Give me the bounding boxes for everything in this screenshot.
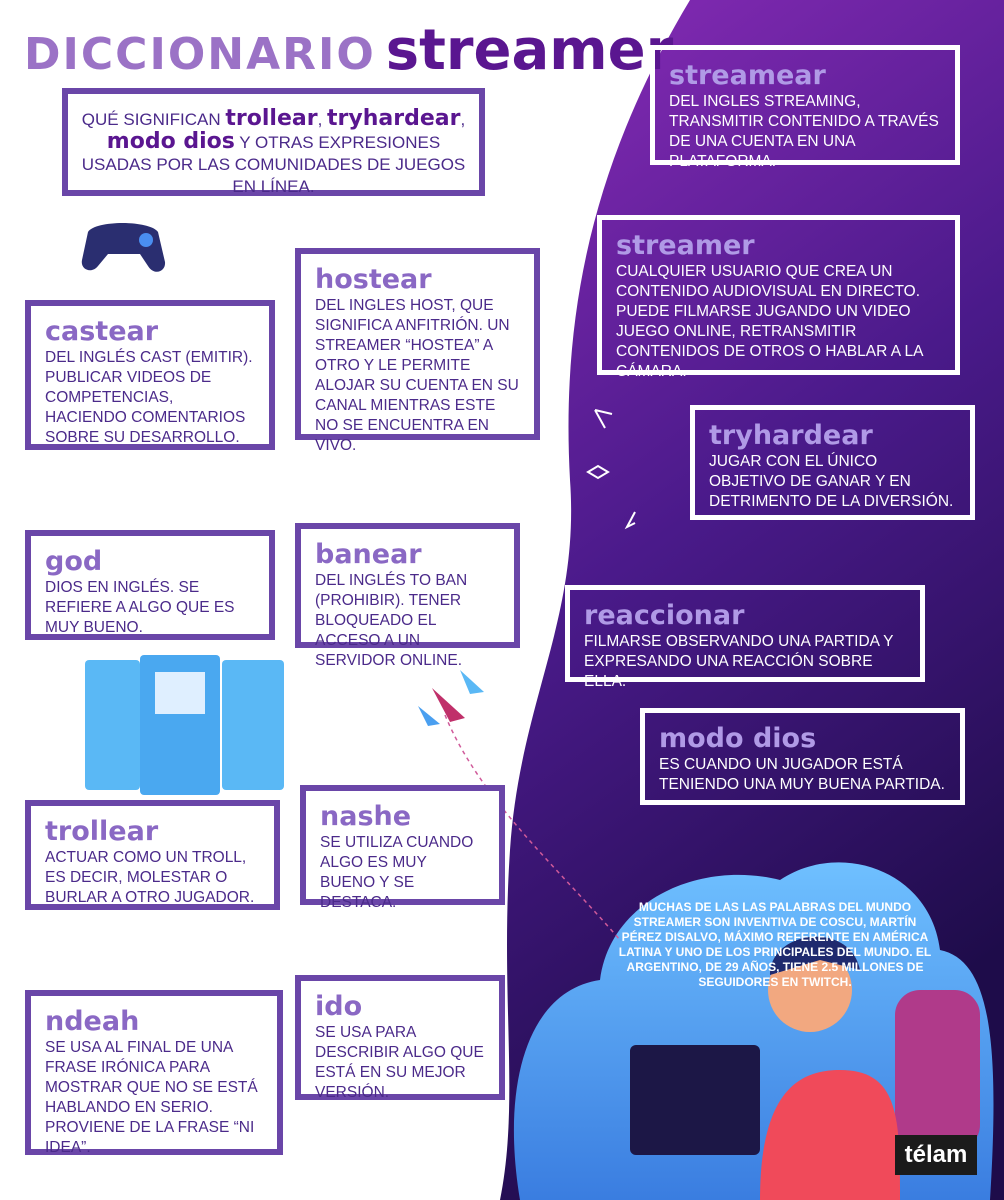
paper-planes-icon [418,670,484,726]
definition: DEL INGLES HOST, QUE SIGNIFICA ANFITRIÓN… [315,297,519,454]
term: hostear [315,264,432,295]
term: streamear [669,60,826,91]
servers-illustration [85,655,284,795]
cloud-note: MUCHAS DE LAS LAS PALABRAS DEL MUNDO STR… [618,900,932,989]
definition: DIOS EN INGLÉS. SE REFIERE A ALGO QUE ES… [45,579,235,636]
term: banear [315,539,422,570]
intro-bubble: QUÉ SIGNIFICAN trollear, tryhardear, mod… [62,88,485,196]
term: ndeah [45,1006,140,1037]
term: nashe [320,801,412,832]
title-part1: DICCIONARIO [24,29,376,80]
definition: DEL INGLES STREAMING, TRANSMITIR CONTENI… [669,93,939,170]
title-part2: streamer [385,18,674,83]
term: streamer [616,230,755,261]
monitor [630,1045,760,1155]
term: castear [45,316,159,347]
intro-term: modo dios [106,129,235,154]
definition: SE UTILIZA CUANDO ALGO ES MUY BUENO Y SE… [320,834,474,911]
chair [895,990,980,1150]
cursor-icons [586,409,636,530]
definition: SE USA PARA DESCRIBIR ALGO QUE ESTÁ EN S… [315,1024,484,1101]
term: ido [315,991,363,1022]
intro-term: trollear [225,106,318,131]
term: reaccionar [584,600,745,631]
definition: FILMARSE OBSERVANDO UNA PARTIDA Y EXPRES… [584,633,894,690]
definition: ES CUANDO UN JUGADOR ESTÁ TENIENDO UNA M… [659,756,945,793]
telam-logo: télam [895,1135,977,1175]
intro-rest: Y OTRAS EXPRESIONES USADAS POR LAS COMUN… [81,133,466,196]
definition: DEL INGLÉS CAST (EMITIR). PUBLICAR VIDEO… [45,349,253,446]
gamepad-icon [81,223,166,272]
intro-prefix: QUÉ SIGNIFICAN [81,110,226,129]
term: trollear [45,816,159,847]
intro-term: tryhardear [327,106,461,131]
definition: ACTUAR COMO UN TROLL, ES DECIR, MOLESTAR… [45,849,255,906]
definition: JUGAR CON EL ÚNICO OBJETIVO DE GANAR Y E… [709,453,954,510]
definition: CUALQUIER USUARIO QUE CREA UN CONTENIDO … [616,263,923,380]
term: tryhardear [709,420,873,451]
term: god [45,546,103,577]
definition: SE USA AL FINAL DE UNA FRASE IRÓNICA PAR… [45,1039,258,1156]
definition: DEL INGLÉS TO BAN (PROHIBIR). TENER BLOQ… [315,572,468,669]
term: modo dios [659,723,817,754]
streamer-body [760,1070,900,1200]
